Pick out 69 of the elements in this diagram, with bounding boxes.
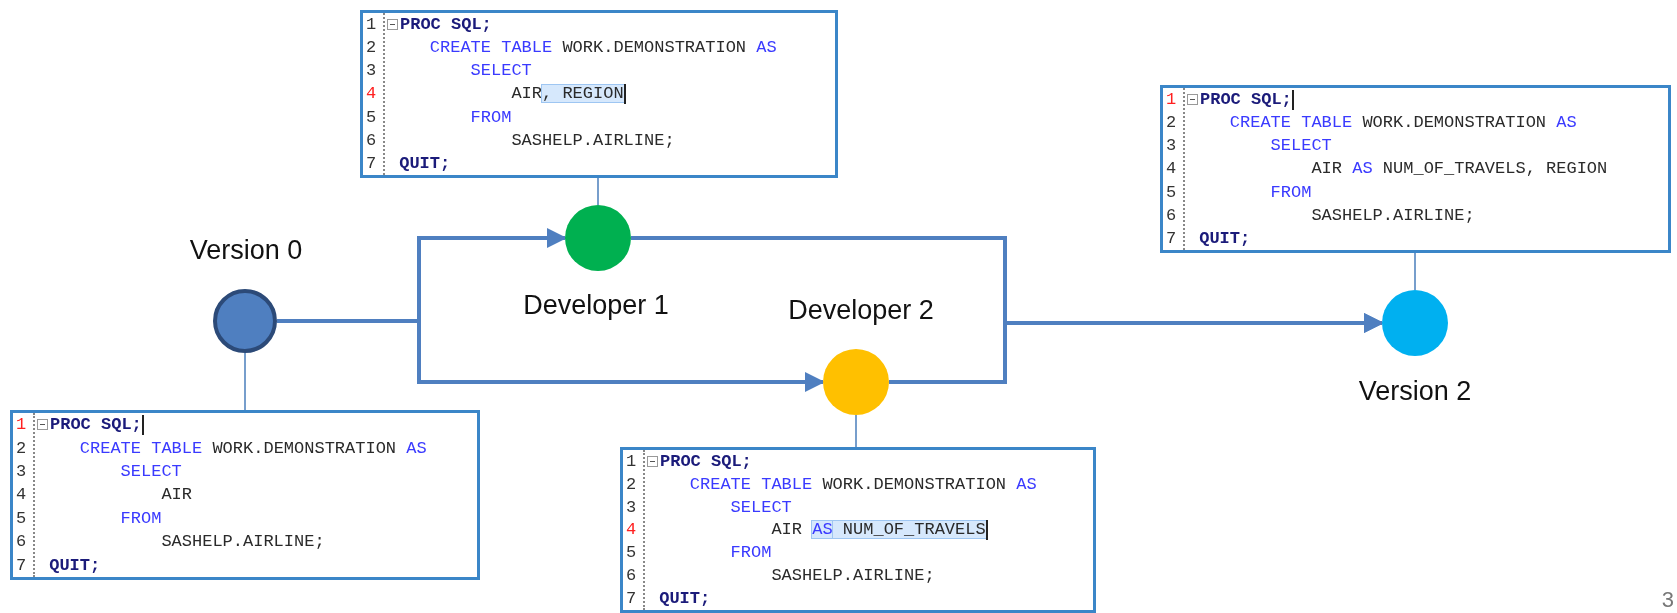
code-line: SASHELP.AIRLINE; bbox=[1310, 206, 1475, 224]
code-line: AIR bbox=[160, 486, 192, 504]
node-label: Version 2 bbox=[1358, 377, 1472, 405]
line-number: 7 bbox=[365, 154, 378, 172]
code-line: PROC SQL; bbox=[400, 16, 492, 34]
leader-line bbox=[1414, 252, 1416, 291]
line-number: 1 bbox=[1165, 91, 1178, 109]
code-line: SASHELP.AIRLINE; bbox=[770, 567, 935, 585]
line-number: 4 bbox=[365, 85, 378, 103]
line-number: 1 bbox=[625, 452, 638, 470]
line-number: 1 bbox=[365, 16, 378, 34]
page-number: 3 bbox=[1661, 589, 1674, 611]
line-number: 5 bbox=[365, 108, 378, 126]
line-number: 3 bbox=[365, 62, 378, 80]
code-line: CREATE TABLE WORK.DEMONSTRATION AS bbox=[78, 439, 427, 457]
code-line: SELECT bbox=[469, 62, 532, 80]
code-editor-panel bbox=[1160, 85, 1671, 253]
line-number: 7 bbox=[15, 556, 28, 574]
line-number: 6 bbox=[625, 567, 638, 585]
leader-line bbox=[855, 414, 857, 448]
node-label: Developer 1 bbox=[523, 291, 669, 319]
leader-line bbox=[244, 352, 246, 411]
code-line: SELECT bbox=[119, 463, 182, 481]
code-line: AIR AS NUM_OF_TRAVELS, REGION bbox=[1310, 160, 1608, 178]
code-line: FROM bbox=[469, 108, 512, 126]
line-number: 5 bbox=[15, 509, 28, 527]
line-number: 4 bbox=[625, 521, 638, 539]
code-line: QUIT; bbox=[1198, 229, 1251, 247]
code-line: PROC SQL; bbox=[660, 452, 752, 470]
code-line: QUIT; bbox=[398, 154, 451, 172]
code-line: QUIT; bbox=[48, 556, 101, 574]
code-editor-panel bbox=[360, 10, 838, 178]
code-editor-panel bbox=[10, 410, 480, 580]
code-line: FROM bbox=[729, 544, 772, 562]
code-line: SELECT bbox=[729, 498, 792, 516]
code-line: AIR AS NUM_OF_TRAVELS bbox=[770, 519, 988, 540]
line-number: 4 bbox=[1165, 160, 1178, 178]
line-number: 3 bbox=[1165, 137, 1178, 155]
code-line: SASHELP.AIRLINE; bbox=[510, 131, 675, 149]
code-line: CREATE TABLE WORK.DEMONSTRATION AS bbox=[688, 475, 1037, 493]
code-line: SELECT bbox=[1269, 137, 1332, 155]
line-number: 5 bbox=[625, 544, 638, 562]
line-number: 2 bbox=[625, 475, 638, 493]
line-number: 3 bbox=[15, 463, 28, 481]
line-number: 2 bbox=[1165, 114, 1178, 132]
line-number: 5 bbox=[1165, 183, 1178, 201]
code-line: SASHELP.AIRLINE; bbox=[160, 533, 325, 551]
line-number: 4 bbox=[15, 486, 28, 504]
code-line: PROC SQL; bbox=[50, 414, 144, 435]
code-line: QUIT; bbox=[658, 590, 711, 607]
line-number: 6 bbox=[1165, 206, 1178, 224]
line-number: 7 bbox=[625, 590, 638, 607]
code-line: CREATE TABLE WORK.DEMONSTRATION AS bbox=[1228, 114, 1577, 132]
line-number: 6 bbox=[15, 533, 28, 551]
line-number: 3 bbox=[625, 498, 638, 516]
code-editor-panel bbox=[620, 447, 1096, 613]
code-line: FROM bbox=[119, 509, 162, 527]
code-line: CREATE TABLE WORK.DEMONSTRATION AS bbox=[428, 39, 777, 57]
node-label: Version 0 bbox=[189, 236, 303, 264]
line-number: 1 bbox=[15, 416, 28, 434]
code-line: FROM bbox=[1269, 183, 1312, 201]
code-line: AIR, REGION bbox=[510, 84, 626, 104]
code-line: PROC SQL; bbox=[1200, 89, 1294, 110]
line-number: 7 bbox=[1165, 229, 1178, 247]
line-number: 2 bbox=[15, 439, 28, 457]
line-number: 2 bbox=[365, 39, 378, 57]
leader-line bbox=[597, 177, 599, 206]
line-number: 6 bbox=[365, 131, 378, 149]
node-label: Developer 2 bbox=[788, 296, 934, 324]
